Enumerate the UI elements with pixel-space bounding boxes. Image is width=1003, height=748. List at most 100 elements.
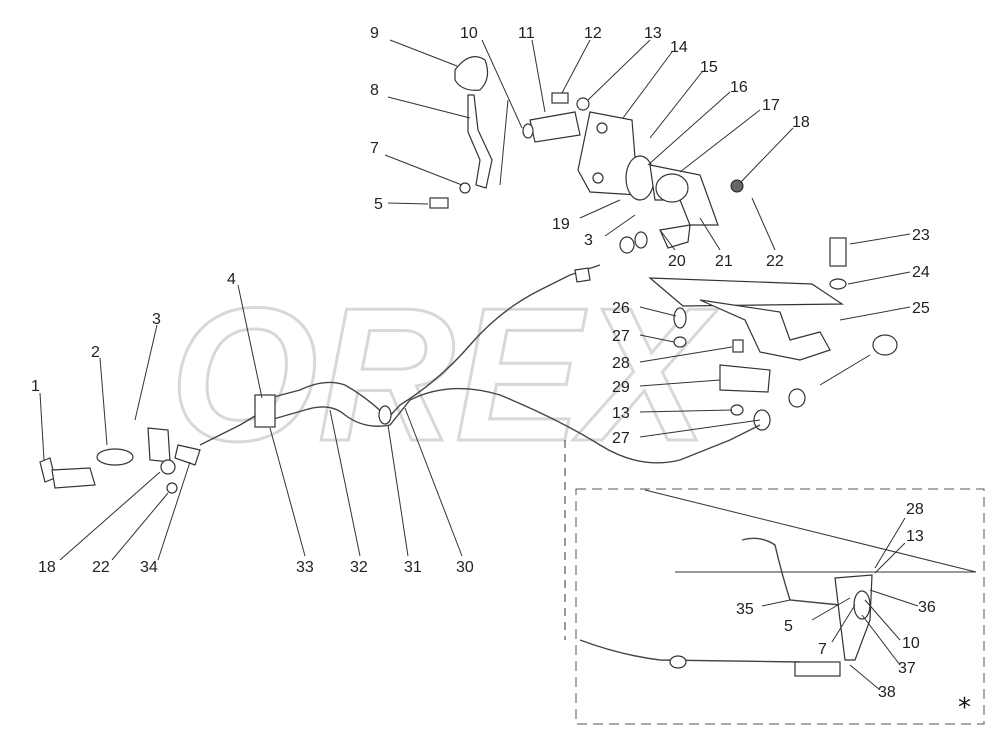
part-label-33: 33 <box>296 559 314 576</box>
part-label-13-inset: 13 <box>906 528 924 545</box>
part-number-labels: 9 10 11 12 13 14 15 16 17 18 8 7 5 19 3 … <box>31 25 936 701</box>
leader-17 <box>679 109 761 173</box>
part-label-13: 13 <box>644 25 662 42</box>
part-label-38: 38 <box>878 684 896 701</box>
foot-pedal <box>648 277 844 307</box>
fitting-34 <box>174 444 201 466</box>
part-label-3: 3 <box>584 232 593 249</box>
leader-16 <box>647 91 731 166</box>
leader-20 <box>659 229 676 251</box>
part-label-15: 15 <box>700 59 718 76</box>
part-label-16: 16 <box>730 79 748 96</box>
rod-end-25 <box>872 334 898 356</box>
leader-33 <box>269 427 306 557</box>
leader-29 <box>639 379 721 387</box>
cables <box>199 264 801 663</box>
leader-22 <box>751 197 776 251</box>
leader-38 <box>849 664 881 691</box>
hand-lever-assembly <box>429 56 744 254</box>
plate-1 <box>51 467 96 489</box>
leader-10-inset <box>864 599 901 641</box>
part-label-13-lower: 13 <box>612 405 630 422</box>
part-label-5: 5 <box>374 196 383 213</box>
spring-rod <box>819 354 871 386</box>
part-label-25: 25 <box>912 300 930 317</box>
nut-18-left <box>160 459 176 475</box>
part-label-29: 29 <box>612 379 630 396</box>
part-label-22-left: 22 <box>92 559 110 576</box>
part-label-1: 1 <box>31 378 40 395</box>
leader-28 <box>639 346 733 363</box>
pedal-arm <box>699 299 831 361</box>
part-label-3-left: 3 <box>152 311 161 328</box>
part-label-17: 17 <box>762 97 780 114</box>
clip-31 <box>378 405 392 425</box>
bolt-5 <box>429 197 449 209</box>
bolt-23 <box>829 237 847 267</box>
leader-14 <box>622 51 673 119</box>
part-label-9: 9 <box>370 25 379 42</box>
part-label-4: 4 <box>227 271 236 288</box>
leader-8 <box>387 96 471 119</box>
clamp-4 <box>254 394 276 428</box>
cable-end-nut <box>753 409 771 431</box>
part-label-28-inset: 28 <box>906 501 924 518</box>
washer-upper <box>619 236 635 254</box>
leader-19 <box>579 199 621 219</box>
part-label-28: 28 <box>612 355 630 372</box>
cable-32 <box>261 264 601 420</box>
part-label-10: 10 <box>460 25 478 42</box>
lock-washer <box>459 182 471 194</box>
leader-7-inset <box>831 604 856 643</box>
part-label-12: 12 <box>584 25 602 42</box>
part-label-21: 21 <box>715 253 733 270</box>
washer-24 <box>829 278 847 290</box>
leader-2 <box>99 357 108 446</box>
part-label-30: 30 <box>456 559 474 576</box>
leader-13-lower <box>639 409 733 413</box>
part-label-31: 31 <box>404 559 422 576</box>
leader-22-left <box>111 492 169 561</box>
leader-27-lower <box>639 419 761 438</box>
inset-bushing <box>853 590 871 620</box>
spring-17 <box>655 173 689 203</box>
washer-10 <box>522 123 534 139</box>
leader-23 <box>849 233 911 245</box>
washer-rod <box>788 388 806 408</box>
part-label-19: 19 <box>552 216 570 233</box>
inset-floor <box>644 489 977 573</box>
bolt-28 <box>732 339 744 353</box>
part-label-8: 8 <box>370 82 379 99</box>
leader-24 <box>847 271 911 285</box>
bolt-26 <box>673 307 687 329</box>
leader-15 <box>649 71 703 139</box>
leader-5 <box>387 202 429 205</box>
part-label-24: 24 <box>912 264 930 281</box>
part-label-7-inset: 7 <box>818 641 827 658</box>
part-label-35: 35 <box>736 601 754 618</box>
leader-37 <box>861 614 901 666</box>
cable-fitting <box>574 267 591 283</box>
bracket-3 <box>147 427 171 463</box>
spring-2 <box>96 448 134 466</box>
part-label-23: 23 <box>912 227 930 244</box>
leader-lines <box>39 39 919 691</box>
bolt-22-left <box>166 482 178 494</box>
inset-marker: * <box>958 693 971 723</box>
part-label-18: 18 <box>792 114 810 131</box>
bushing-16 <box>625 155 655 201</box>
pedal-assembly <box>648 237 898 431</box>
part-label-5-inset: 5 <box>784 618 793 635</box>
inset-drawing <box>644 489 977 677</box>
leader-13-inset <box>874 542 906 574</box>
leader-26 <box>639 306 677 317</box>
clevis-20 <box>659 224 691 249</box>
leader-18-left <box>59 471 161 561</box>
nut-13 <box>576 97 590 111</box>
watermark-text: OREX <box>170 269 719 481</box>
part-label-22: 22 <box>766 253 784 270</box>
left-end-fittings <box>39 427 201 494</box>
leader-5-inset <box>811 597 851 621</box>
